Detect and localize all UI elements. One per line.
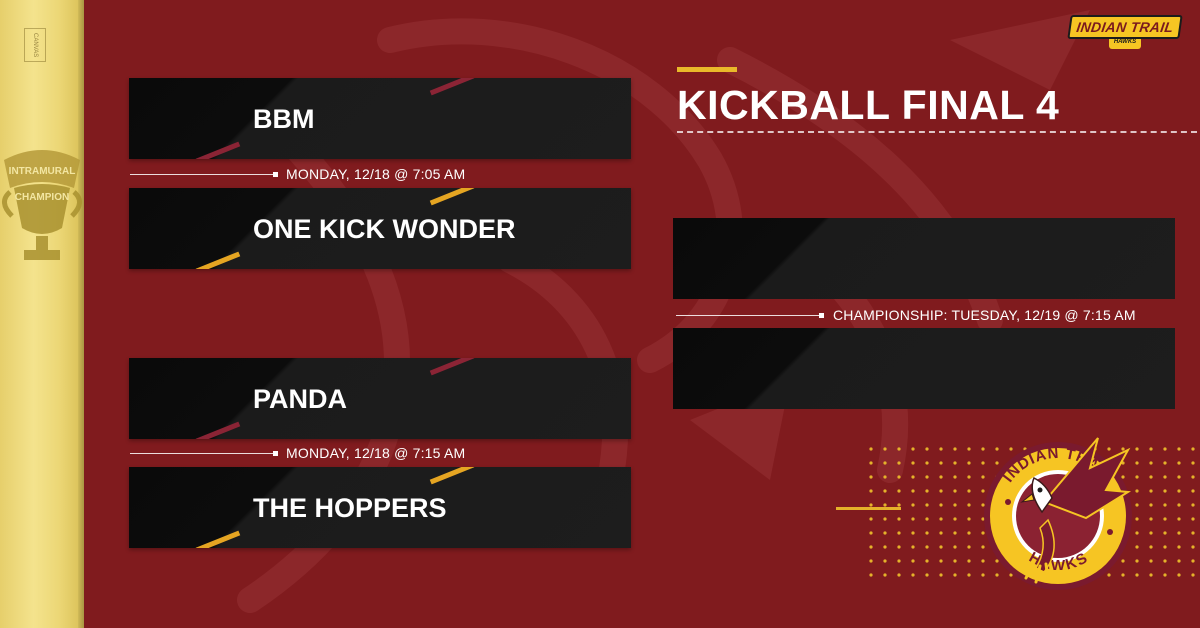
team-name: THE HOPPERS: [253, 493, 447, 523]
gold-shirt-strip: CANVAS INTRAMURAL CHAMPION: [0, 0, 84, 628]
gold-stripe: [195, 530, 241, 548]
match-time: MONDAY, 12/18 @ 7:15 AM: [286, 445, 466, 461]
connector-dot: [273, 451, 278, 456]
maroon-stripe: [429, 78, 475, 96]
indian-trail-logo: INDIAN TRAIL HAWKS: [1067, 15, 1183, 49]
shirt-badge-line2: CHAMPION: [15, 192, 69, 203]
gold-dash-accent: [836, 507, 901, 510]
title-accent-bar: [677, 67, 737, 72]
match-time: MONDAY, 12/18 @ 7:05 AM: [286, 166, 466, 182]
intramural-champion-trophy-icon: INTRAMURAL CHAMPION: [2, 150, 82, 260]
championship-slot-bottom: [673, 328, 1175, 409]
team-box-bbm: BBM: [129, 78, 631, 159]
shirt-badge-line1: INTRAMURAL: [9, 166, 76, 177]
championship-slot-top: [673, 218, 1175, 299]
match-connector-line: [130, 174, 276, 175]
team-name: PANDA: [253, 384, 347, 414]
gold-stripe: [195, 251, 241, 269]
shirt-tag: CANVAS: [24, 28, 46, 62]
match-connector-line: [130, 453, 276, 454]
title-divider: [677, 131, 1197, 133]
team-box-one-kick-wonder: ONE KICK WONDER: [129, 188, 631, 269]
gold-stripe: [429, 467, 475, 485]
logo-wordmark: INDIAN TRAIL: [1067, 15, 1183, 39]
maroon-stripe: [195, 421, 241, 439]
connector-dot: [819, 313, 824, 318]
connector-dot: [273, 172, 278, 177]
maroon-stripe: [429, 358, 475, 376]
team-name: BBM: [253, 104, 315, 134]
championship-time: CHAMPIONSHIP: TUESDAY, 12/19 @ 7:15 AM: [833, 307, 1136, 323]
logo-subtext: HAWKS: [1109, 39, 1141, 49]
championship-connector-line: [676, 315, 822, 316]
maroon-stripe: [195, 141, 241, 159]
gold-stripe: [429, 188, 475, 206]
indian-trail-hawks-badge-icon: INDIAN TRAIL HAWKS: [984, 437, 1132, 590]
team-box-panda: PANDA: [129, 358, 631, 439]
page-title: KICKBALL FINAL 4: [677, 82, 1060, 128]
team-box-the-hoppers: THE HOPPERS: [129, 467, 631, 548]
strip-edge-shadow: [78, 0, 84, 628]
team-name: ONE KICK WONDER: [253, 214, 516, 244]
